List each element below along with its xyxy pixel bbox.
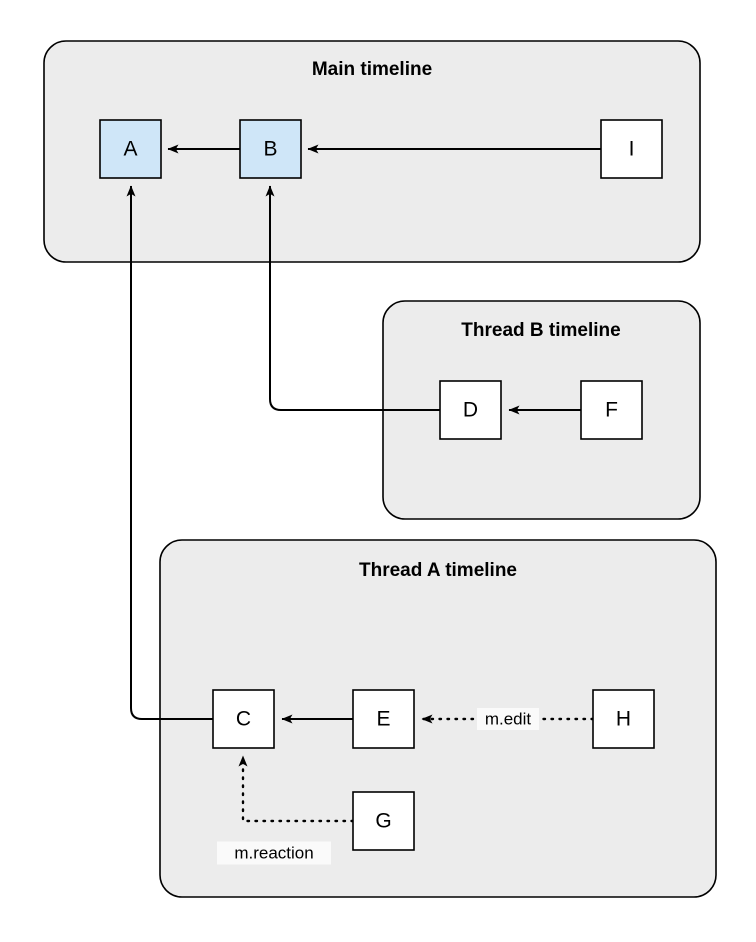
event-node-label-g: G (375, 810, 391, 833)
edge-g-to-c (238, 754, 355, 823)
edges-container (126, 144, 601, 823)
event-node-label-c: C (236, 708, 251, 731)
event-node-label-f: F (605, 399, 618, 422)
event-node-d[interactable]: D (439, 380, 502, 440)
event-node-box-g[interactable] (352, 791, 415, 851)
event-node-label-h: H (616, 708, 631, 731)
edge-label-g-to-c: m.reaction (234, 843, 313, 862)
event-node-label-b: B (263, 138, 277, 161)
edge-label-h-to-e: m.edit (485, 709, 532, 728)
event-node-box-a[interactable] (99, 119, 162, 179)
event-node-label-d: D (463, 399, 478, 422)
event-node-f[interactable]: F (580, 380, 643, 440)
event-node-label-e: E (376, 708, 390, 731)
timeline-group-title-thread-a: Thread A timeline (359, 560, 517, 581)
event-nodes-container: A B I D F C E H G (99, 119, 663, 851)
event-node-a[interactable]: A (99, 119, 162, 179)
event-node-e[interactable]: E (352, 689, 415, 749)
edge-label-background-h-to-e (477, 708, 539, 730)
event-node-box-h[interactable] (592, 689, 655, 749)
event-node-g[interactable]: G (352, 791, 415, 851)
edge-labels-container: m.edit m.reaction (217, 708, 539, 865)
edge-c-to-a (126, 185, 213, 720)
event-node-box-b[interactable] (239, 119, 302, 179)
event-node-box-d[interactable] (439, 380, 502, 440)
event-node-box-f[interactable] (580, 380, 643, 440)
event-node-c[interactable]: C (212, 689, 275, 749)
timeline-group-title-main: Main timeline (312, 59, 432, 80)
event-node-label-a: A (123, 138, 137, 161)
edge-label-background-g-to-c (217, 841, 331, 865)
event-node-i[interactable]: I (600, 119, 663, 179)
event-node-b[interactable]: B (239, 119, 302, 179)
event-node-h[interactable]: H (592, 689, 655, 749)
event-node-box-i[interactable] (600, 119, 663, 179)
timeline-group-title-thread-b: Thread B timeline (461, 320, 620, 341)
event-node-label-i: I (629, 138, 635, 161)
edge-d-to-b (265, 185, 440, 411)
event-node-box-c[interactable] (212, 689, 275, 749)
timeline-group-main (43, 40, 701, 263)
event-node-box-e[interactable] (352, 689, 415, 749)
